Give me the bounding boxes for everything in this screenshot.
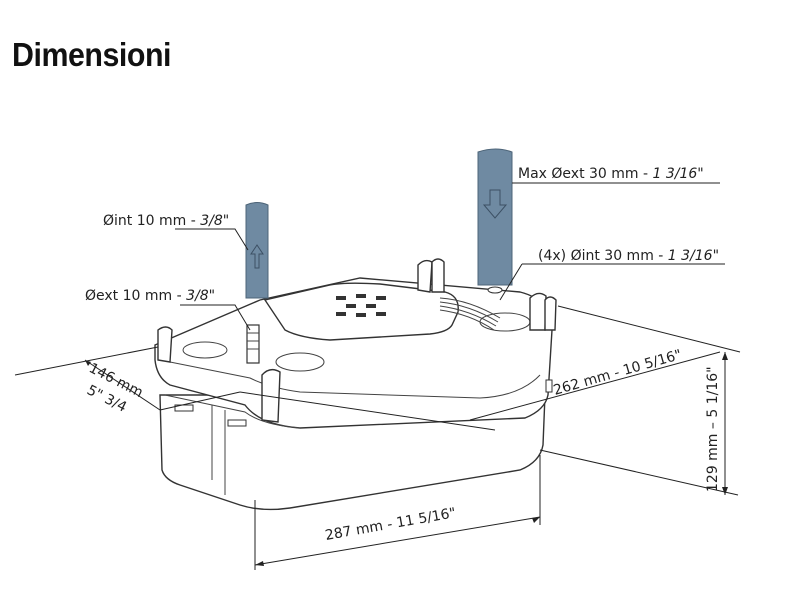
vent-grid <box>336 294 386 317</box>
label-oext-10mm: Øext 10 mm - 3/8" <box>85 288 215 304</box>
label-4x-oint-30mm: (4x) Øint 30 mm - 1 3/16" <box>538 248 719 264</box>
dim-depth-146 <box>14 346 241 411</box>
leader-lines <box>175 182 725 331</box>
page-title: Dimensioni <box>12 36 172 73</box>
inlet-pipe-10mm <box>245 202 269 299</box>
label-max-oext-30mm: Max Øext 30 mm - 1 3/16" <box>518 166 704 182</box>
dim-height-129 <box>539 352 739 496</box>
label-oint-10mm: Øint 10 mm - 3/8" <box>103 213 229 229</box>
pump-unit <box>154 258 557 511</box>
outlet-pipe-30mm <box>477 148 513 294</box>
dim-width-262 <box>239 305 741 431</box>
label-height-129: 129 mm – 5 1/16" <box>705 366 721 492</box>
label-width-262: 262 mm - 10 5/16" <box>552 347 684 399</box>
dim-length-287 <box>254 455 541 570</box>
label-length-287: 287 mm - 11 5/16" <box>324 505 457 544</box>
